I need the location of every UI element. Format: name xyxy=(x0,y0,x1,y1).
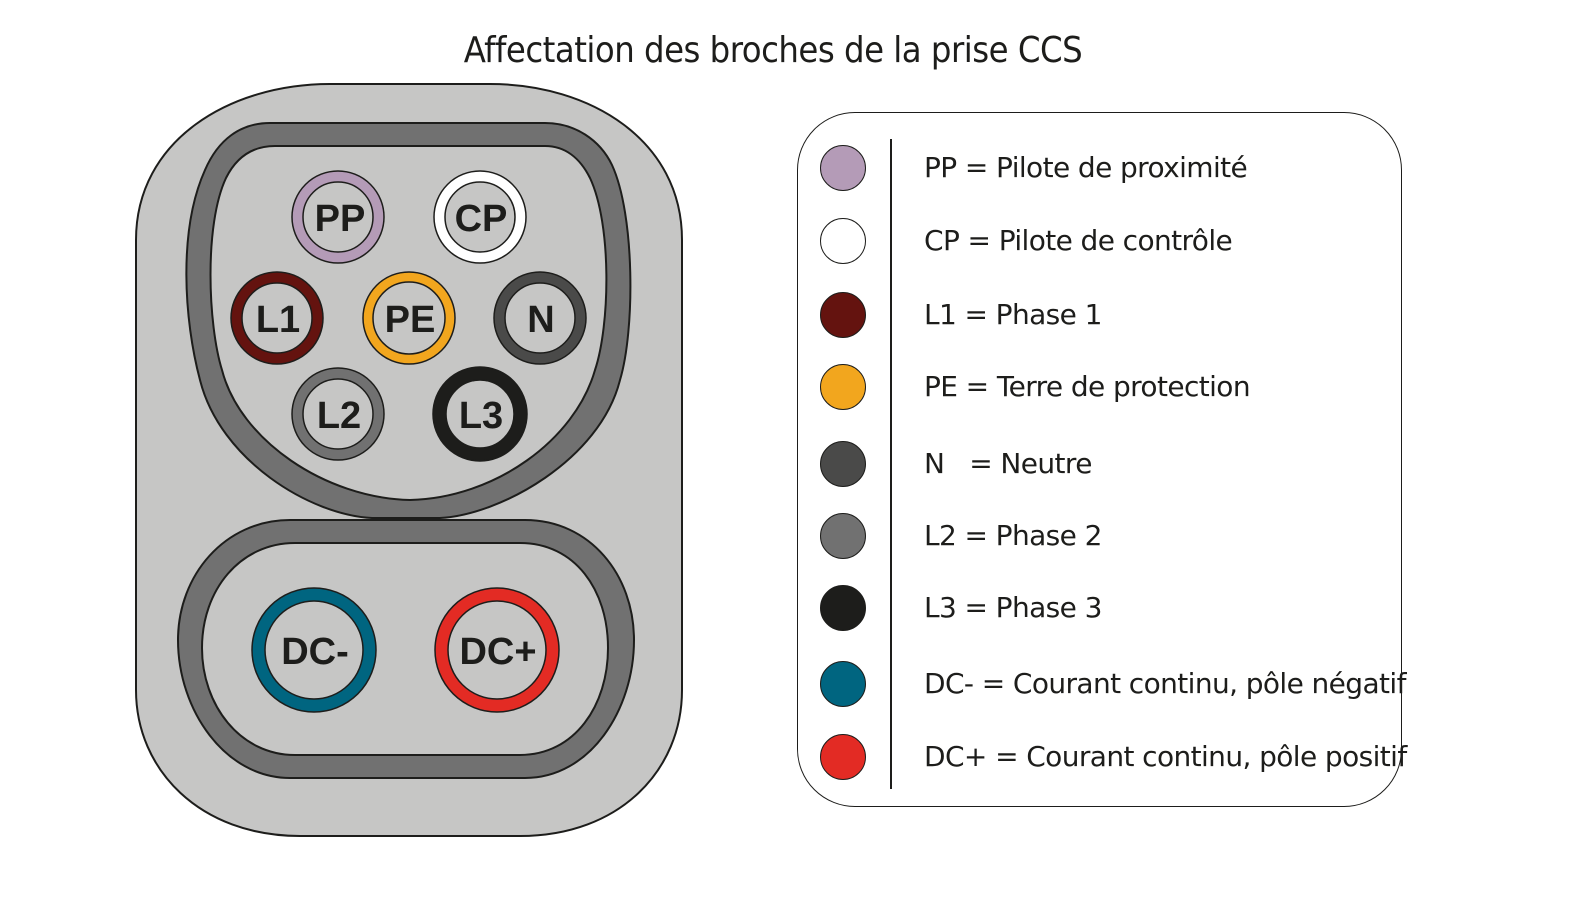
ccs-plug-diagram: PP CP L1 PE N L2 L3 DC- DC+ xyxy=(135,83,683,837)
color-swatch-icon xyxy=(820,441,866,487)
pin-pe: PE xyxy=(362,271,456,365)
color-swatch-icon xyxy=(820,292,866,338)
color-swatch-icon xyxy=(820,145,866,191)
pin-label-l1: L1 xyxy=(256,299,300,341)
legend-text: PP = Pilote de proximité xyxy=(924,151,1248,184)
legend-text: N = Neutre xyxy=(924,447,1092,480)
color-swatch-icon xyxy=(820,513,866,559)
pin-l1: L1 xyxy=(230,271,324,365)
pin-dc-plus: DC+ xyxy=(434,587,560,713)
legend-item-l1: L1 = Phase 1 xyxy=(798,290,1401,340)
diagram-title: Affectation des broches de la prise CCS xyxy=(463,30,1083,71)
pin-label-l2: L2 xyxy=(317,395,361,437)
legend-divider xyxy=(890,139,892,789)
pin-label-pp: PP xyxy=(315,198,366,240)
legend-item-n: N = Neutre xyxy=(798,439,1401,489)
legend-panel: PP = Pilote de proximité CP = Pilote de … xyxy=(797,112,1407,807)
pin-l2: L2 xyxy=(291,367,385,461)
legend-text: DC+ = Courant continu, pôle positif xyxy=(924,740,1407,773)
pin-l3: L3 xyxy=(432,366,528,462)
pin-label-l3: L3 xyxy=(459,395,503,437)
pin-n: N xyxy=(493,271,587,365)
legend-text: CP = Pilote de contrôle xyxy=(924,224,1233,257)
pin-label-cp: CP xyxy=(455,198,508,240)
legend-item-pe: PE = Terre de protection xyxy=(798,362,1401,412)
color-swatch-icon xyxy=(820,218,866,264)
legend-item-dc-plus: DC+ = Courant continu, pôle positif xyxy=(798,732,1407,782)
color-swatch-icon xyxy=(820,364,866,410)
legend-item-dc-minus: DC- = Courant continu, pôle négatif xyxy=(798,659,1406,709)
color-swatch-icon xyxy=(820,661,866,707)
legend-text: L1 = Phase 1 xyxy=(924,298,1102,331)
pin-cp: CP xyxy=(433,170,527,264)
pin-label-pe: PE xyxy=(385,299,436,341)
legend-text: DC- = Courant continu, pôle négatif xyxy=(924,667,1406,700)
color-swatch-icon xyxy=(820,734,866,780)
pin-label-dc-plus: DC+ xyxy=(459,631,536,673)
legend-item-l3: L3 = Phase 3 xyxy=(798,583,1401,633)
pin-pp: PP xyxy=(291,170,385,264)
pin-label-n: N xyxy=(527,299,554,341)
legend-text: L2 = Phase 2 xyxy=(924,519,1102,552)
pin-label-dc-minus: DC- xyxy=(281,631,349,673)
pin-dc-minus: DC- xyxy=(251,587,377,713)
legend-text: L3 = Phase 3 xyxy=(924,591,1102,624)
legend-item-pp: PP = Pilote de proximité xyxy=(798,143,1401,193)
color-swatch-icon xyxy=(820,585,866,631)
legend-text: PE = Terre de protection xyxy=(924,370,1251,403)
legend-item-l2: L2 = Phase 2 xyxy=(798,511,1401,561)
legend-item-cp: CP = Pilote de contrôle xyxy=(798,216,1401,266)
